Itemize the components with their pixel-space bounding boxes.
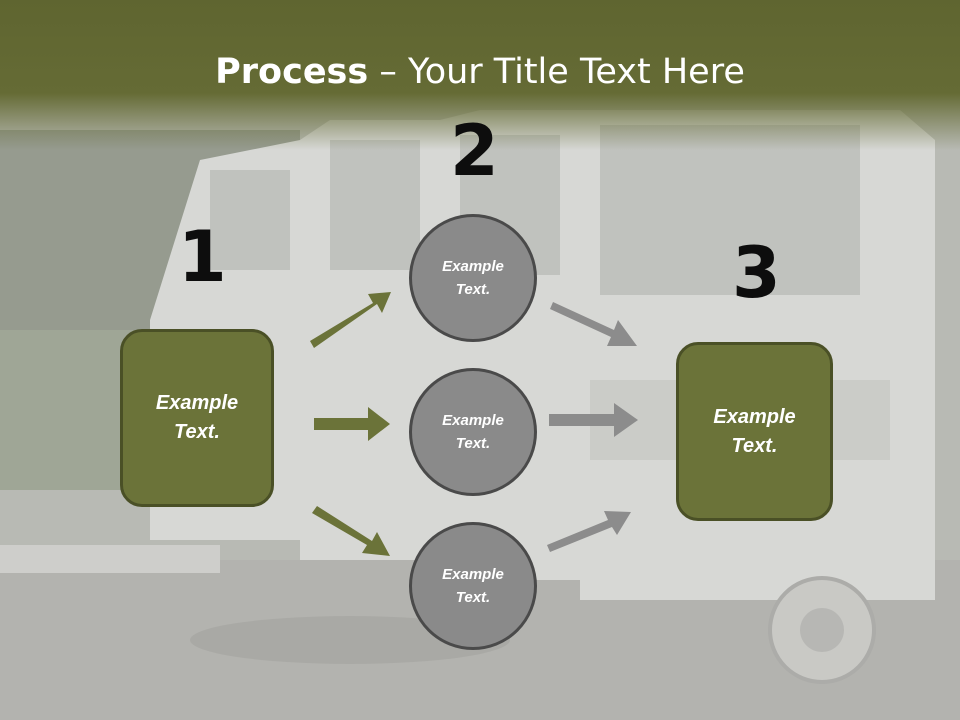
left-process-box: Example Text.	[120, 329, 274, 507]
arrow-left-to-circle-2	[314, 407, 390, 441]
circle-step-1: Example Text.	[409, 214, 537, 342]
circle-2-text: Example Text.	[442, 412, 504, 452]
title-rest-part: – Your Title Text Here	[368, 52, 745, 92]
circle-1-text: Example Text.	[442, 258, 504, 298]
arrow-circle-1-to-right	[550, 302, 637, 346]
step-number-1: 1	[178, 216, 227, 298]
arrow-left-to-circle-1	[310, 292, 391, 348]
arrow-left-to-circle-3	[312, 506, 390, 556]
step-number-2: 2	[450, 110, 499, 192]
step-number-3: 3	[732, 232, 781, 314]
right-process-box: Example Text.	[676, 342, 833, 521]
title-bar	[0, 0, 960, 150]
circle-step-2: Example Text.	[409, 368, 537, 496]
circle-3-text: Example Text.	[442, 566, 504, 606]
arrow-circle-2-to-right	[549, 403, 638, 437]
arrow-circle-3-to-right	[547, 511, 631, 552]
right-box-text: Example Text.	[713, 405, 796, 457]
slide-title: Process – Your Title Text Here	[0, 52, 960, 92]
circle-step-3: Example Text.	[409, 522, 537, 650]
title-bold-part: Process	[215, 52, 369, 92]
left-box-text: Example Text.	[155, 392, 239, 443]
